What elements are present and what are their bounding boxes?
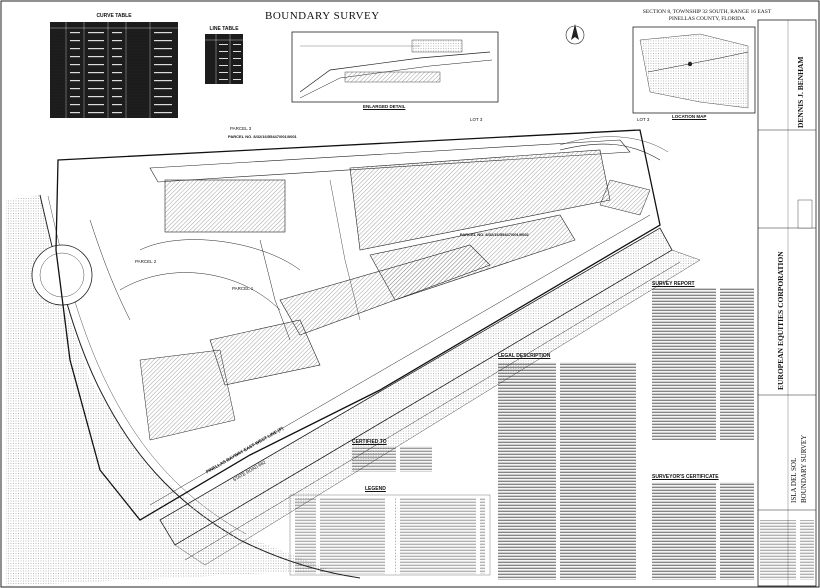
certified-to-heading: CERTIFIED TO <box>352 439 387 445</box>
client-name: EUROPEAN EQUITIES CORPORATION <box>776 251 785 390</box>
project-name: ISLA DEL SOL <box>790 457 798 503</box>
location-map-inset <box>632 26 756 114</box>
causeway <box>149 214 701 566</box>
line-table <box>205 34 243 84</box>
parcel-number-2: PARCEL NO. 8/32/16/55447/001/0002 <box>460 232 529 237</box>
lot3-label-b: LOT 3 <box>637 117 650 122</box>
curve-table <box>50 22 178 118</box>
enlarged-detail-inset <box>291 31 499 103</box>
sheet-title: BOUNDARY SURVEY <box>800 434 808 503</box>
title-block <box>757 19 817 587</box>
certified-to-text <box>352 446 432 472</box>
parcel-number-1: PARCEL NO. 8/32/16/55447/001/0001 <box>228 134 297 139</box>
line-table-title: LINE TABLE <box>209 26 239 32</box>
curve-table-title: CURVE TABLE <box>96 13 132 19</box>
legal-description-text <box>498 362 640 580</box>
legend-heading: LEGEND <box>365 486 386 492</box>
legal-description-heading: LEGAL DESCRIPTION <box>498 353 551 359</box>
location-map-title: LOCATION MAP <box>672 114 707 119</box>
section-line-1: SECTION 8, TOWNSHIP 32 SOUTH, RANGE 16 E… <box>642 9 772 15</box>
enlarged-detail-title: ENLARGED DETAIL <box>363 104 406 109</box>
parcel-boundary <box>55 129 661 521</box>
lot3-label-a: LOT 3 <box>470 117 483 122</box>
parcel3-label: PARCEL 3 <box>230 126 252 131</box>
section-line-2: PINELLAS COUNTY, FLORIDA <box>668 16 746 22</box>
legend-grid <box>289 494 491 576</box>
parcel2-label: PARCEL 2 <box>135 259 157 264</box>
page-title: BOUNDARY SURVEY <box>265 10 380 22</box>
surveyor-name: DENNIS J. BENHAM <box>796 56 805 128</box>
parcel1-label: PARCEL 1 <box>232 286 254 291</box>
survey-report-heading: SURVEY REPORT <box>652 281 695 287</box>
surveyors-certificate-heading: SURVEYOR'S CERTIFICATE <box>652 474 719 480</box>
section-heading: SECTION 8, TOWNSHIP 32 SOUTH, RANGE 16 E… <box>637 9 777 23</box>
north-arrow-icon <box>565 24 585 45</box>
surveyors-certificate-text <box>652 482 754 580</box>
survey-report-text <box>652 288 754 440</box>
